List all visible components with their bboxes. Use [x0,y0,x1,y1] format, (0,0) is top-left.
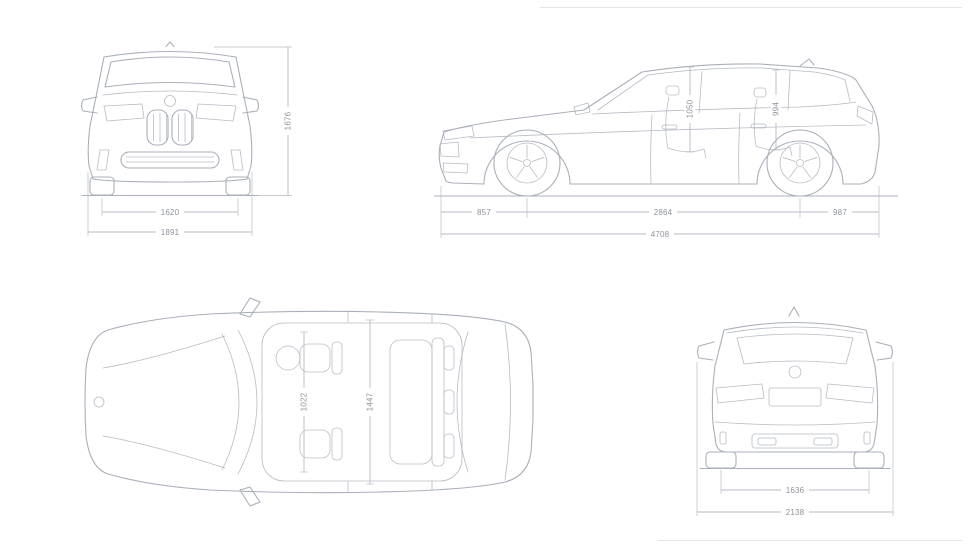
rear-antenna-fin-icon [788,306,800,317]
front-windshield [104,56,236,88]
side-mirror-icon [573,102,591,116]
rear-left-mirror-icon [696,341,715,361]
top-windshield [221,329,258,475]
front-kidney-grille-icon [146,109,194,146]
dim-rear-width-mirrors: 2138 [696,362,894,518]
front-lower-intake-icon [120,151,220,169]
rear-right-mirror-icon [875,341,894,361]
rear-car-drawing [696,306,894,469]
top-roof-outline [261,322,463,482]
front-right-headlight-icon [195,103,237,122]
front-roundel-icon [164,95,176,107]
front-left-vent-icon [96,149,110,171]
front-left-mirror-icon [80,96,98,114]
side-front-wheel-icon [493,129,561,197]
top-right-mirror-icon [239,486,261,507]
dim-label-overall-length: 4708 [651,230,670,239]
rear-left-tire-icon [705,451,737,469]
rear-view: 1636 2138 [696,306,894,518]
side-antenna-fin-icon [799,58,815,67]
front-body-outline [87,50,253,183]
rear-window [736,333,854,365]
rear-right-taillight-icon [825,383,875,404]
front-hood-line [102,90,238,96]
dim-label-front-height: 1676 [284,111,293,130]
dim-label-front-track: 1620 [161,208,180,217]
rear-bumper-seam [714,421,876,426]
dim-front-height: 1676 [214,46,294,196]
side-front-fascia [439,125,475,174]
top-rear-window [456,331,469,473]
side-door-lines [469,112,867,185]
dim-rear-track: 1636 [720,470,870,496]
side-view: 1050 994 857 2864 987 [434,58,898,240]
dim-top-front-interior-width: 1022 [298,331,310,473]
top-rear-bench-icon [389,337,455,467]
rear-left-taillight-icon [715,383,765,404]
rear-spoiler-line [726,326,864,334]
dim-side-rear-overhang: 987 [800,206,879,218]
side-glasshouse [591,67,857,115]
side-car-drawing [438,58,880,185]
dim-label-front-overhang: 857 [477,208,491,217]
rear-body-outline [711,321,879,453]
front-left-headlight-icon [103,103,145,122]
dim-side-wheelbase: 2864 [527,206,800,218]
rear-right-tire-icon [853,451,885,469]
side-body-outline [438,63,880,185]
dim-label-width-incl-mirrors: 2138 [786,508,805,517]
dim-label-rear-headroom: 994 [772,102,781,116]
dim-label-rear-interior-width: 1447 [366,392,375,411]
dim-side-length: 4708 [441,228,879,240]
dim-label-front-width: 1891 [161,228,180,237]
dim-front-width: 1891 [87,172,253,238]
side-rear-wheel-icon [766,129,834,197]
top-steering-wheel-icon [275,345,301,371]
dim-label-front-interior-width: 1022 [300,392,309,411]
rear-license-plate [768,387,822,407]
top-door-seams [347,312,433,492]
top-left-mirror-icon [239,297,261,318]
dim-label-front-headroom: 1050 [686,99,695,118]
dim-label-rear-track: 1636 [786,486,805,495]
dim-side-rear-headroom: 994 [770,69,782,151]
front-car-drawing [80,41,260,196]
top-tailgate-line [504,323,511,481]
dim-front-track: 1620 [101,198,239,218]
front-view: 1620 1891 1676 [80,41,294,238]
rear-diffuser-icon [719,431,871,449]
dim-side-front-headroom: 1050 [684,66,696,153]
side-taillight-icon [856,105,874,125]
dim-label-wheelbase: 2864 [654,208,673,217]
top-roundel-icon [93,396,105,408]
top-view: 1022 1447 [84,297,534,507]
front-right-mirror-icon [242,96,260,114]
dim-top-rear-interior-width: 1447 [364,319,376,485]
top-hood-lines [102,335,226,469]
top-front-seats-icon [299,341,343,461]
rear-roundel-icon [788,365,802,379]
dim-side-front-overhang: 857 [441,206,527,218]
front-right-vent-icon [230,149,244,171]
top-body-outline [84,310,534,494]
dim-label-rear-overhang: 987 [833,208,847,217]
front-antenna-fin-icon [165,41,175,48]
top-car-drawing [84,297,534,507]
